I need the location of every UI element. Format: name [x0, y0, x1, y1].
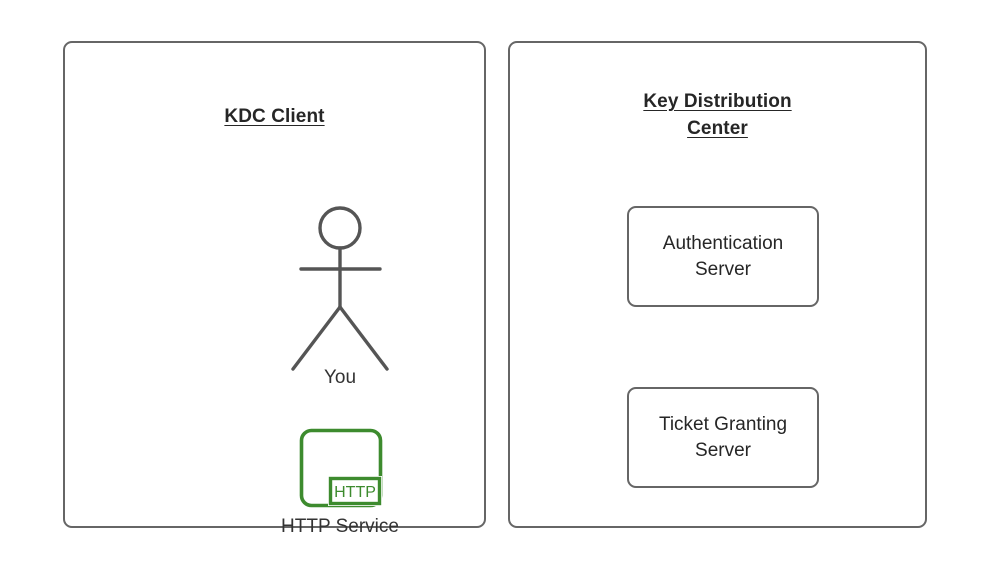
http-service-icon: HTTP [260, 425, 420, 513]
http-badge-label: HTTP [334, 484, 376, 501]
kdc-client-panel-title: KDC Client [224, 106, 325, 127]
actor-you-label: You [323, 367, 357, 388]
key-distribution-center-panel: Key Distribution Center Authentication S… [508, 41, 927, 528]
actor-you: You [260, 198, 420, 398]
http-service-node: HTTP HTTP Service [260, 425, 420, 545]
kdc-title-line-2: Center [687, 118, 748, 139]
ticket-granting-server-box[interactable]: Ticket Granting Server [627, 387, 819, 488]
authentication-server-box[interactable]: Authentication Server [627, 206, 819, 307]
kdc-client-panel: KDC Client You [63, 41, 486, 537]
ticket-granting-server-label: Ticket Granting Server [658, 413, 788, 461]
stick-figure-user-icon [291, 206, 389, 371]
http-service-label: HTTP Service [281, 516, 399, 537]
key-distribution-center-panel-title: Key Distribution Center [510, 88, 925, 142]
authentication-server-label: Authentication Server [662, 232, 784, 280]
kdc-title-line-1: Key Distribution [643, 91, 792, 112]
